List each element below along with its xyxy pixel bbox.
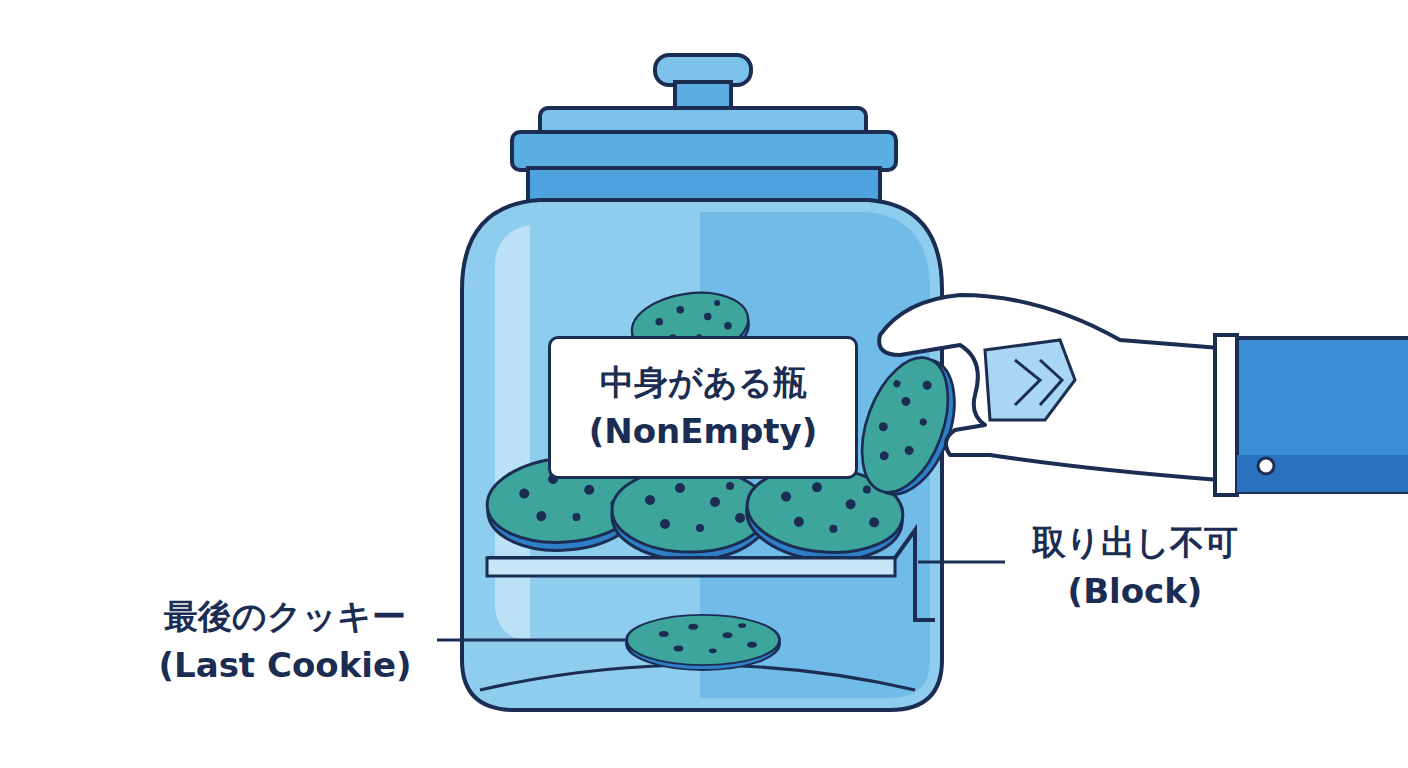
- label-box: 中身がある瓶 (NonEmpty): [548, 336, 858, 479]
- box-label: 中身がある瓶 (NonEmpty): [563, 358, 843, 457]
- callout-label: 取り出し不可 (Block): [1010, 518, 1260, 617]
- callout-label: 最後のクッキー (Last Cookie): [140, 592, 430, 691]
